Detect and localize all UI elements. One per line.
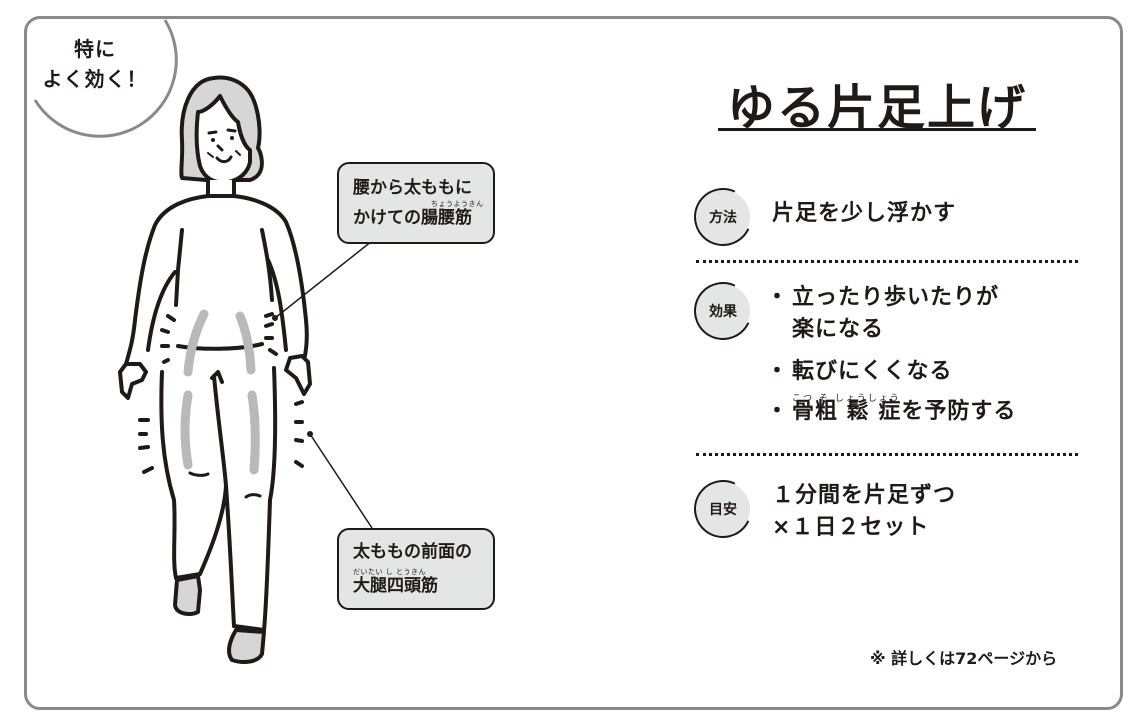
- section-method: 方法 片足を少し浮かす: [696, 188, 1086, 244]
- guide-line-1: １分間を片足ずつ: [772, 483, 957, 508]
- effect-item-2: 転びにくくなる: [766, 356, 1016, 388]
- callout-iliopsoas-line2: かけてのちょうようきん腸腰筋: [353, 200, 484, 228]
- section-effect: 効果 立ったり歩いたりが 楽になる 転びにくくなる こつ そ しょうしょう骨粗 …: [696, 282, 1086, 432]
- divider-1: [696, 260, 1078, 263]
- guide-label: 目安: [696, 482, 750, 536]
- divider-2: [696, 453, 1078, 456]
- effect-label: 効果: [696, 284, 750, 338]
- method-text: 片足を少し浮かす: [772, 201, 957, 226]
- method-label: 方法: [696, 190, 750, 244]
- effect-item-1-cont: 楽になる: [792, 317, 885, 342]
- callout-iliopsoas: 腰から太ももに かけてのちょうようきん腸腰筋: [337, 162, 495, 244]
- callout-iliopsoas-line1: 腰から太ももに: [353, 178, 472, 198]
- callout-quadriceps-line1: 太ももの前面の: [353, 542, 472, 562]
- callout-quadriceps-line2: だいたい し とうきん大腿四頭筋: [353, 568, 438, 596]
- badge-line-1: 特に: [74, 37, 116, 61]
- ruby-reading: ちょうようきん: [431, 200, 484, 208]
- badge-line-2: よく効く！: [42, 67, 148, 91]
- title-underline: [718, 128, 1036, 131]
- guide-line-2: ×１日２セット: [772, 515, 930, 540]
- ruby-reading: だいたい し とうきん: [353, 568, 426, 576]
- badge-arc: [33, 19, 178, 138]
- page-reference-note: ※ 詳しくは72ページから: [870, 649, 1058, 668]
- highlight-badge: 特に よく効く！: [40, 34, 150, 94]
- effect-item-1: 立ったり歩いたりが: [766, 282, 1016, 314]
- ruby-term: ちょうようきん腸腰筋: [421, 200, 484, 228]
- callout-quadriceps: 太ももの前面の だいたい し とうきん大腿四頭筋: [337, 528, 495, 610]
- section-guide: 目安 １分間を片足ずつ ×１日２セット: [696, 480, 1086, 550]
- ruby-reading: こつ そ しょうしょう: [792, 394, 901, 404]
- ruby-term: だいたい し とうきん大腿四頭筋: [353, 568, 438, 596]
- guide-text: １分間を片足ずつ ×１日２セット: [772, 480, 956, 544]
- page-title: ゆる片足上げ: [726, 80, 1027, 136]
